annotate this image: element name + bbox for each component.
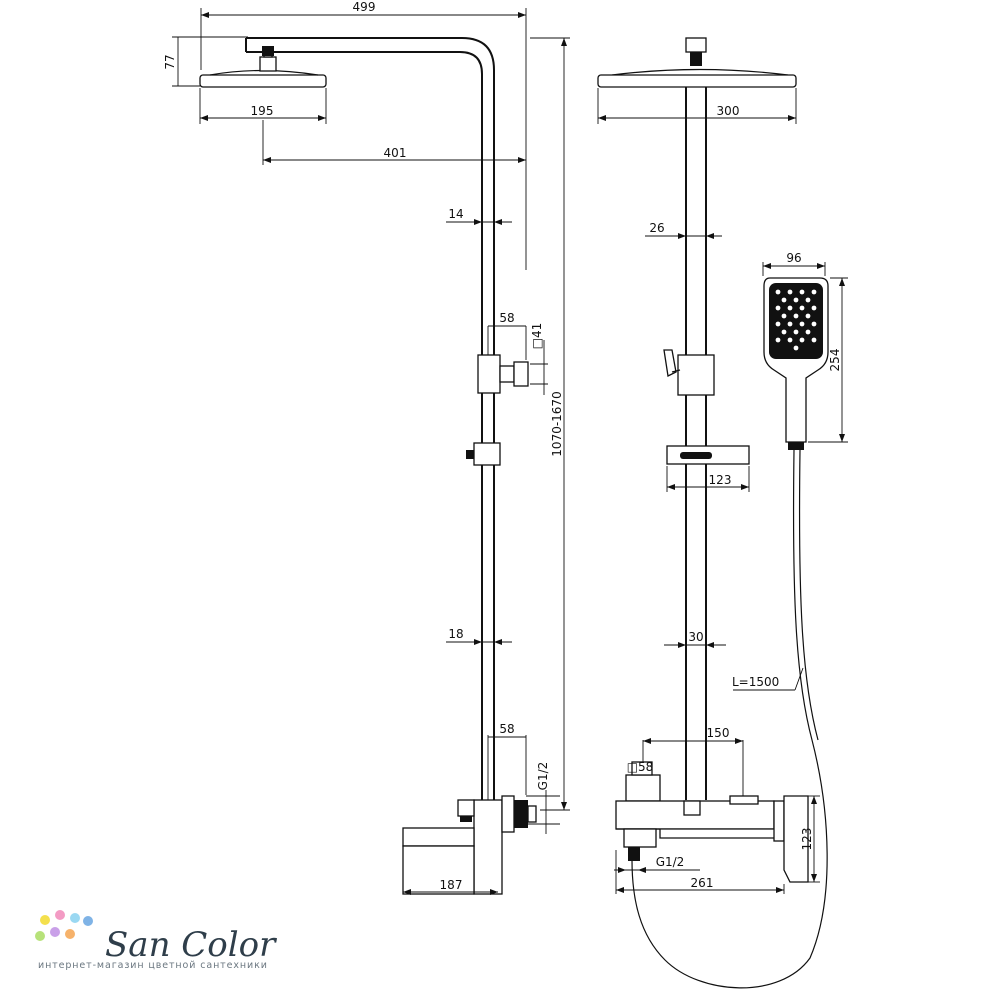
hand-shower-holder-side	[477, 354, 501, 394]
side-lower-pipe: 18	[448, 627, 463, 641]
side-head-diameter: 195	[251, 104, 274, 118]
logo-dot	[40, 915, 50, 925]
logo-dot	[65, 929, 75, 939]
side-arm-reach: 401	[384, 146, 407, 160]
side-mixer-offset: 58	[499, 722, 514, 736]
mixer-side	[473, 799, 503, 895]
rain-head-side	[199, 74, 327, 88]
side-holder-offset: 58	[499, 311, 514, 325]
side-height-range: 1070-1670	[550, 391, 564, 456]
front-mixer-body-width: 150	[707, 726, 730, 740]
front-shelf-width: 123	[709, 473, 732, 487]
brand-name: San Color	[105, 925, 277, 965]
front-mixer-height: 123	[800, 828, 814, 851]
hose	[631, 449, 828, 989]
front-upper-pipe: 26	[649, 221, 664, 235]
front-hose-length: L=1500	[732, 675, 779, 689]
brand-tagline: интернет-магазин цветной сантехники	[38, 960, 268, 971]
side-view: 499 77 195 401 14	[163, 0, 570, 895]
front-view: 300 26 123 30 96	[597, 37, 848, 989]
front-hand-shower-length: 254	[828, 349, 842, 372]
front-diverter-square: □58	[627, 760, 654, 774]
diverter-knob	[625, 774, 661, 802]
front-inlet-thread: G1/2	[656, 855, 685, 869]
hand-shower-holder-front	[677, 354, 715, 396]
front-hand-shower-width: 96	[786, 251, 801, 265]
front-lower-pipe: 30	[688, 630, 703, 644]
side-holder-square: □41	[530, 323, 544, 350]
side-total-width: 499	[353, 0, 376, 14]
rain-head-front	[597, 74, 797, 88]
sancolor-logo: San Color интернет-магазин цветной санте…	[35, 910, 277, 971]
logo-dot	[70, 913, 80, 923]
side-inlet-thread: G1/2	[536, 762, 550, 791]
side-spout-length: 187	[440, 878, 463, 892]
logo-dot	[50, 927, 60, 937]
logo-dot	[83, 916, 93, 926]
logo-dot	[55, 910, 65, 920]
front-mixer-width: 261	[691, 876, 714, 890]
side-upper-pipe: 14	[448, 207, 463, 221]
slider-side	[473, 442, 501, 466]
front-head-width: 300	[717, 104, 740, 118]
logo-dot	[35, 931, 45, 941]
side-head-height: 77	[163, 54, 177, 69]
